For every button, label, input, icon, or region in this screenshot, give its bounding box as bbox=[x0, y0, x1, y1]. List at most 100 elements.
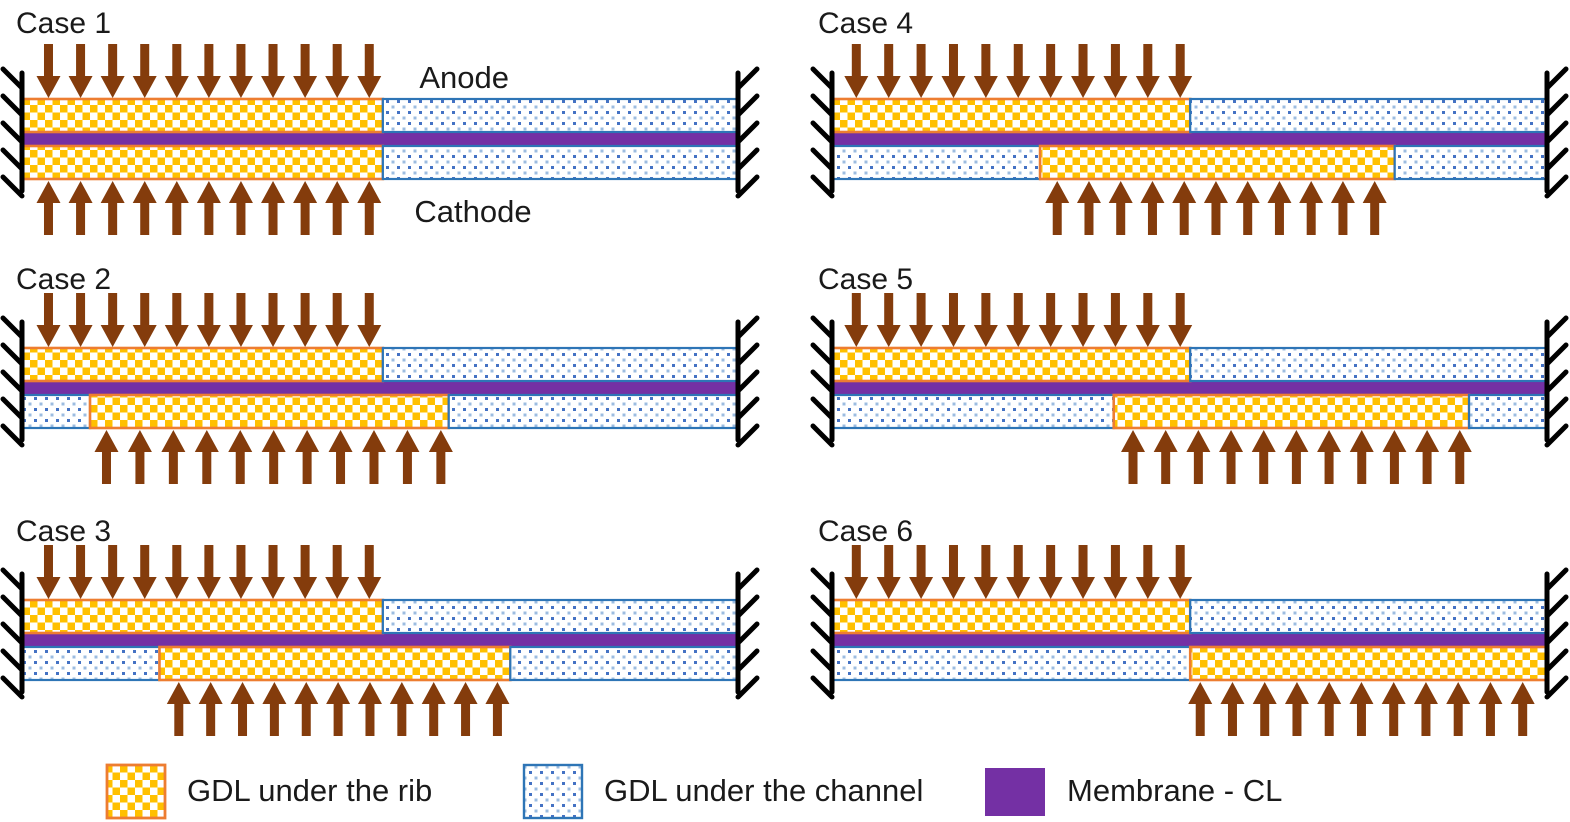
legend-swatch-channel-icon bbox=[522, 763, 584, 820]
compression-arrow-up bbox=[1235, 181, 1260, 235]
wall-hatch-tick bbox=[1544, 342, 1569, 367]
compression-arrow-up bbox=[421, 682, 446, 736]
wall-hatch-tick bbox=[810, 567, 835, 592]
compression-arrow-down bbox=[909, 545, 934, 599]
compression-arrow-down bbox=[132, 293, 157, 347]
compression-arrow-down bbox=[1103, 545, 1128, 599]
legend-label-channel: GDL under the channel bbox=[604, 773, 923, 808]
wall-hatch-tick bbox=[1544, 594, 1569, 619]
compression-arrow-down bbox=[261, 545, 286, 599]
compression-arrow-down bbox=[132, 44, 157, 98]
case-label: Case 3 bbox=[16, 515, 111, 548]
compression-arrow-down bbox=[357, 44, 382, 98]
compression-arrow-up bbox=[1121, 430, 1146, 484]
compression-arrow-up bbox=[328, 430, 353, 484]
compression-arrow-down bbox=[876, 293, 901, 347]
compression-arrow-up bbox=[1252, 682, 1277, 736]
compression-arrow-down bbox=[1168, 545, 1193, 599]
wall-hatch-tick bbox=[0, 174, 25, 199]
wall-hatch-tick bbox=[735, 174, 760, 199]
wall-hatch-tick bbox=[735, 66, 760, 91]
wall-hatch-tick bbox=[810, 594, 835, 619]
legend-swatch-rib-icon bbox=[105, 763, 167, 820]
compression-arrow-down bbox=[196, 293, 221, 347]
wall-hatch-tick bbox=[735, 648, 760, 673]
compression-arrow-up bbox=[1172, 181, 1197, 235]
wall-hatch-tick bbox=[1544, 648, 1569, 673]
compression-arrow-down bbox=[261, 293, 286, 347]
gdl-channel-segment bbox=[509, 645, 740, 682]
compression-arrow-down bbox=[68, 293, 93, 347]
compression-arrow-down bbox=[1006, 44, 1031, 98]
gdl-channel-segment bbox=[381, 97, 740, 134]
compression-arrow-up bbox=[94, 430, 119, 484]
compression-arrow-down bbox=[973, 545, 998, 599]
gdl-channel-segment bbox=[830, 645, 1192, 682]
compression-arrow-down bbox=[1135, 293, 1160, 347]
case-label: Case 6 bbox=[818, 515, 913, 548]
compression-arrow-up bbox=[1251, 430, 1276, 484]
compression-arrow-down bbox=[1038, 545, 1063, 599]
compression-arrow-up bbox=[228, 430, 253, 484]
compression-arrow-up bbox=[230, 682, 255, 736]
wall-hatch-tick bbox=[735, 147, 760, 172]
compression-arrow-down bbox=[325, 545, 350, 599]
wall-hatch-tick bbox=[0, 147, 25, 172]
wall-hatch-tick bbox=[1544, 147, 1569, 172]
legend-label-membrane: Membrane - CL bbox=[1067, 773, 1282, 808]
compression-arrow-up bbox=[1267, 181, 1292, 235]
gdl-channel-segment bbox=[1189, 346, 1549, 383]
compression-arrow-up bbox=[164, 181, 189, 235]
compression-arrow-up bbox=[196, 181, 221, 235]
compression-arrow-up bbox=[428, 430, 453, 484]
compression-arrow-down bbox=[68, 44, 93, 98]
compression-arrow-down bbox=[100, 545, 125, 599]
compression-arrow-up bbox=[161, 430, 186, 484]
gdl-rib-segment bbox=[830, 598, 1192, 635]
compression-arrow-down bbox=[941, 44, 966, 98]
compression-arrow-up bbox=[357, 181, 382, 235]
compression-arrow-up bbox=[1203, 181, 1228, 235]
compression-arrow-down bbox=[68, 545, 93, 599]
compression-arrow-up bbox=[68, 181, 93, 235]
compression-arrow-up bbox=[36, 181, 61, 235]
gdl-rib-segment bbox=[1038, 144, 1397, 181]
compression-arrow-up bbox=[294, 682, 319, 736]
wall-hatch-tick bbox=[810, 120, 835, 145]
compression-arrow-down bbox=[909, 293, 934, 347]
compression-arrow-up bbox=[1349, 682, 1374, 736]
legend-swatch-membrane-icon bbox=[985, 768, 1045, 816]
compression-arrow-up bbox=[1284, 430, 1309, 484]
gdl-channel-segment bbox=[830, 393, 1115, 430]
compression-arrow-up bbox=[1153, 430, 1178, 484]
compression-arrow-down bbox=[100, 44, 125, 98]
wall-hatch-tick bbox=[0, 621, 25, 646]
compression-arrow-down bbox=[164, 293, 189, 347]
compression-arrow-down bbox=[973, 293, 998, 347]
wall-hatch-tick bbox=[810, 174, 835, 199]
wall-hatch-tick bbox=[1544, 174, 1569, 199]
compression-arrow-down bbox=[36, 293, 61, 347]
compression-arrow-up bbox=[293, 181, 318, 235]
gdl-channel-segment bbox=[447, 393, 740, 430]
wall-hatch-tick bbox=[1544, 369, 1569, 394]
gdl-rib-segment bbox=[20, 598, 385, 635]
compression-arrow-up bbox=[1510, 682, 1535, 736]
wall-hatch-tick bbox=[0, 648, 25, 673]
compression-arrow-down bbox=[1103, 293, 1128, 347]
compression-arrow-down bbox=[1071, 293, 1096, 347]
wall-hatch-tick bbox=[735, 396, 760, 421]
compression-arrow-down bbox=[228, 293, 253, 347]
compression-arrow-up bbox=[194, 430, 219, 484]
compression-arrow-down bbox=[876, 44, 901, 98]
compression-arrow-up bbox=[198, 682, 223, 736]
gdl-channel-segment bbox=[381, 598, 740, 635]
compression-arrow-down bbox=[844, 293, 869, 347]
compression-arrow-down bbox=[196, 545, 221, 599]
wall-hatch-tick bbox=[735, 120, 760, 145]
wall-hatch-tick bbox=[1544, 675, 1569, 700]
compression-arrow-up bbox=[1188, 682, 1213, 736]
gdl-channel-segment bbox=[1189, 598, 1549, 635]
compression-arrow-up bbox=[1381, 682, 1406, 736]
